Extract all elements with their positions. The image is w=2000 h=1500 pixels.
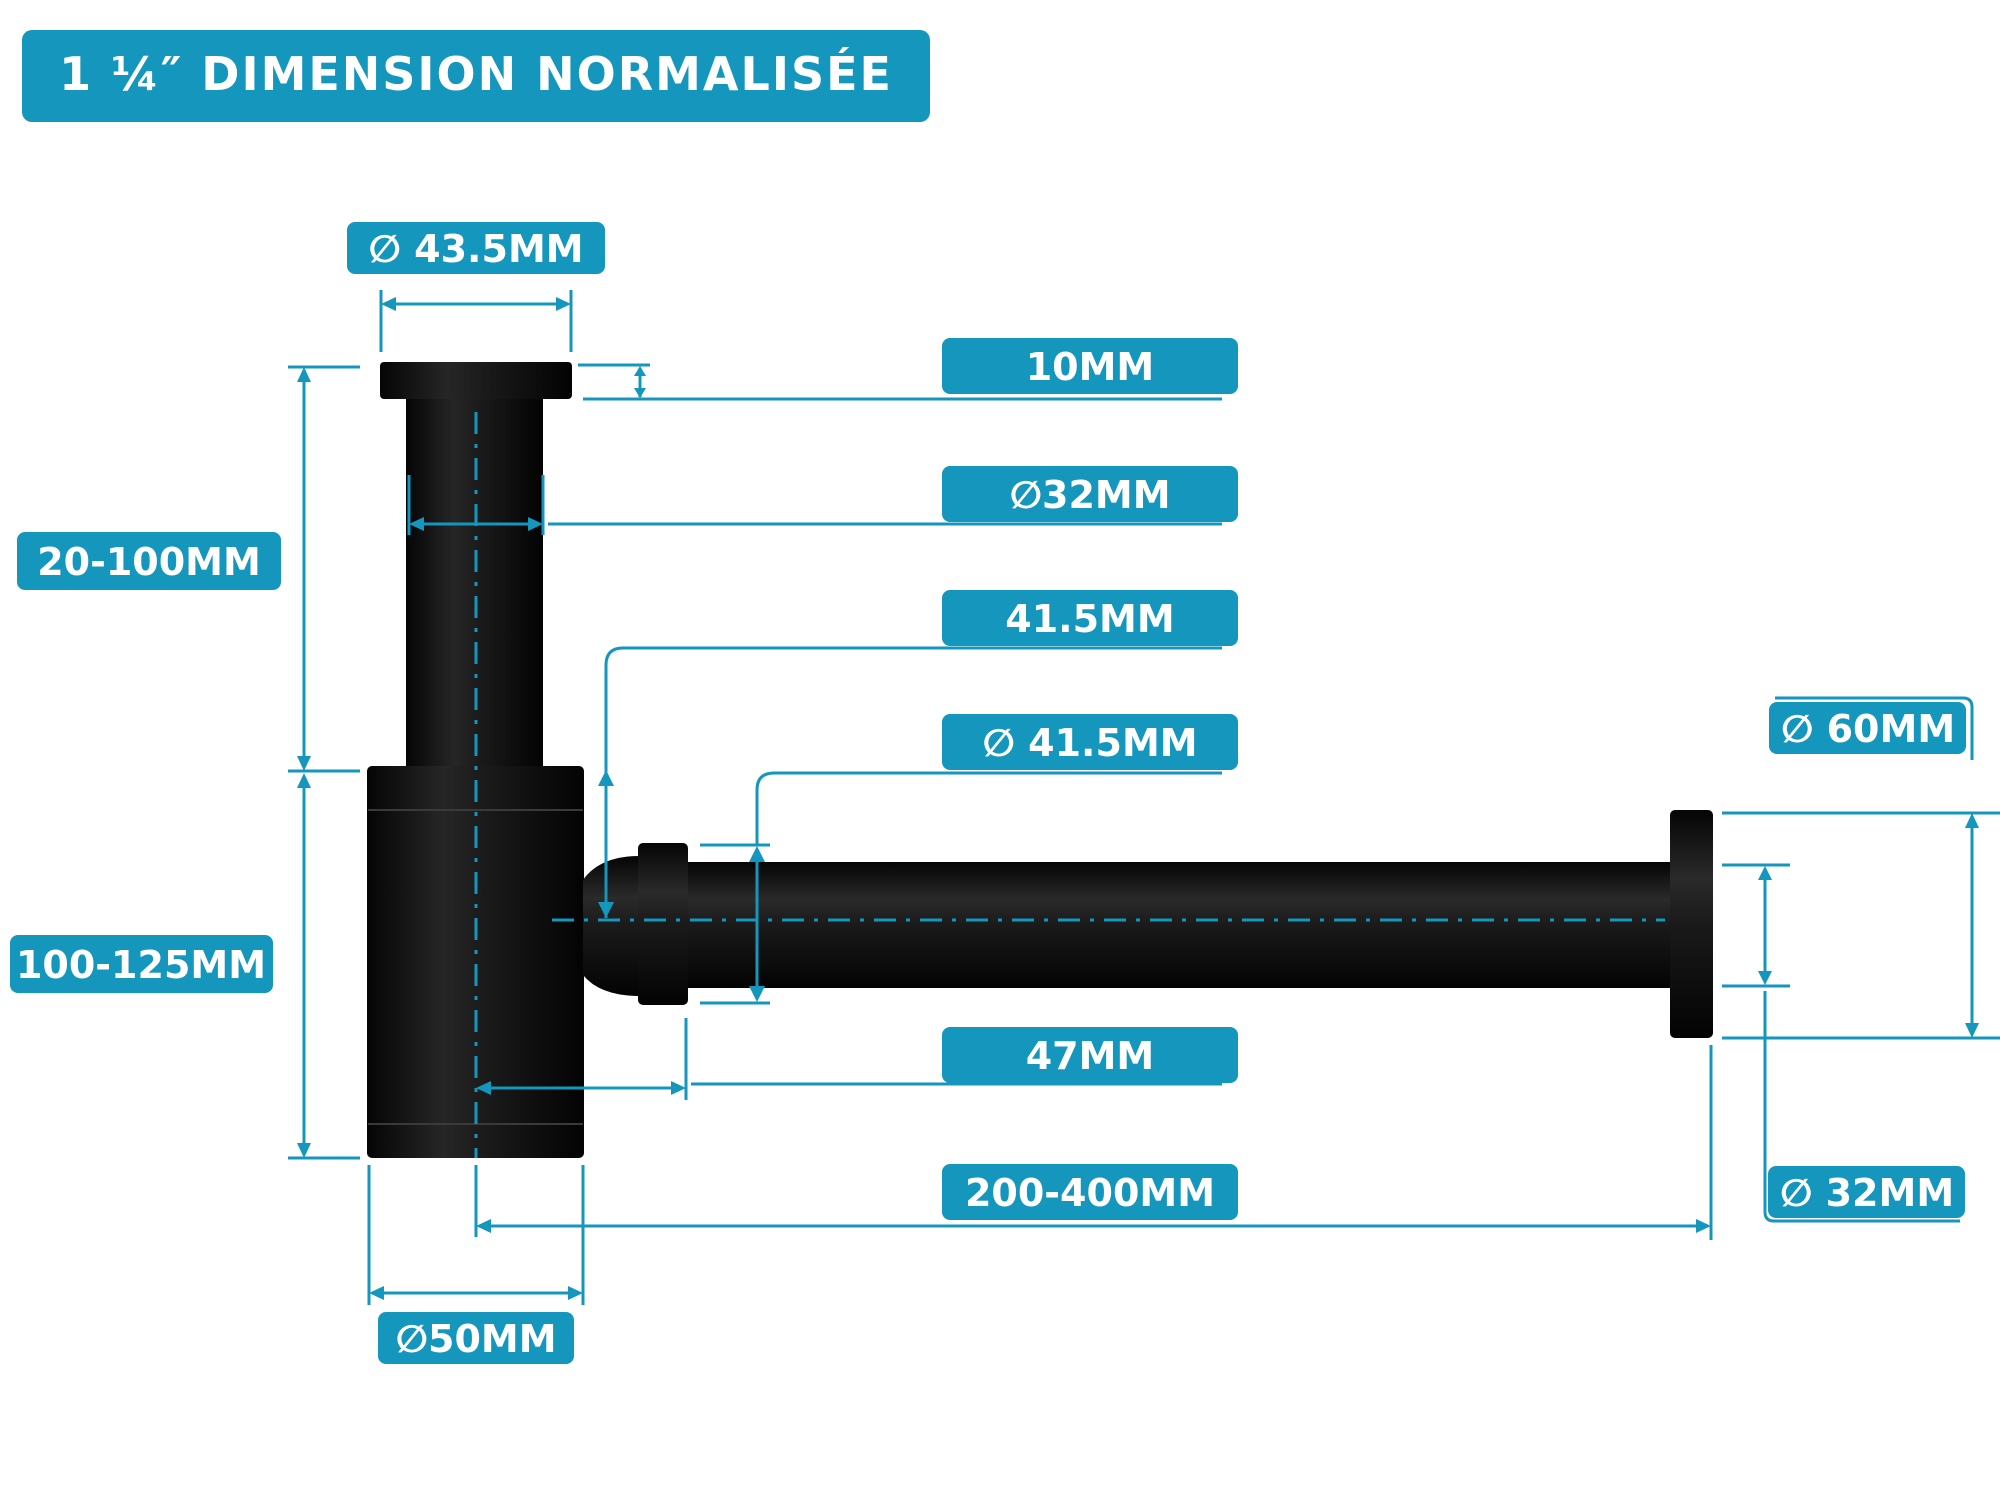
dim-nut-distance: 47MM [476, 1018, 1238, 1100]
label-pipe-diameter: ∅32MM [1009, 473, 1170, 517]
label-cap-thickness: 10MM [1026, 345, 1155, 389]
outlet-pipe [688, 862, 1676, 988]
label-lower-height-bg [10, 935, 273, 993]
label-body-diameter: ∅50MM [395, 1317, 556, 1361]
label-outlet-length: 200-400MM [965, 1171, 1215, 1215]
wall-flange [1670, 810, 1713, 1038]
dim-outlet-pipe-diameter: ∅ 32MM [1722, 863, 1965, 1223]
label-body-diameter-bg [378, 1312, 574, 1364]
label-cap-thickness-bg [942, 338, 1238, 394]
label-pipe-diameter-bg [942, 466, 1238, 522]
label-nut-distance: 47MM [1026, 1034, 1155, 1078]
dim-body-diameter: ∅50MM [367, 1165, 585, 1364]
bottle-body [367, 766, 584, 1158]
label-nut-distance-bg [942, 1027, 1238, 1083]
label-upper-height-bg [17, 532, 281, 590]
label-outlet-length-bg [942, 1164, 1238, 1220]
label-upper-height: 20-100MM [37, 540, 261, 584]
label-wall-flange-diameter-bg [1769, 702, 1966, 754]
outlet-elbow [583, 856, 645, 996]
dim-outlet-nut-diameter: ∅ 41.5MM [700, 714, 1238, 1005]
dim-trap-offset: 41.5MM [598, 590, 1238, 918]
outlet-nut [638, 843, 688, 1005]
dim-wall-flange-diameter: ∅ 60MM [1722, 696, 2000, 1040]
label-outlet-pipe-diameter-bg [1768, 1166, 1965, 1218]
top-cap [380, 362, 572, 399]
label-cap-diameter: ∅ 43.5MM [368, 227, 583, 271]
label-wall-flange-diameter: ∅ 60MM [1781, 707, 1955, 751]
label-cap-diameter-bg [347, 222, 605, 274]
label-trap-offset-bg [942, 590, 1238, 646]
label-lower-height: 100-125MM [16, 943, 266, 987]
header-banner: 1 ¼″ DIMENSION NORMALISÉE [22, 30, 930, 122]
label-outlet-pipe-diameter: ∅ 32MM [1780, 1171, 1954, 1215]
dim-upper-height: 20-100MM [17, 365, 360, 773]
header-title: 1 ¼″ DIMENSION NORMALISÉE [59, 47, 893, 101]
dim-outlet-length: 200-400MM [474, 1045, 1713, 1240]
dim-cap-thickness: 10MM [578, 338, 1238, 401]
header-banner-bg [22, 30, 930, 122]
label-trap-offset: 41.5MM [1005, 597, 1174, 641]
label-outlet-nut-diameter-bg [942, 714, 1238, 770]
dim-lower-height: 100-125MM [10, 773, 360, 1160]
label-outlet-nut-diameter: ∅ 41.5MM [982, 721, 1197, 765]
dim-pipe-diameter: ∅32MM [407, 466, 1238, 535]
dim-cap-diameter: ∅ 43.5MM [347, 222, 605, 352]
